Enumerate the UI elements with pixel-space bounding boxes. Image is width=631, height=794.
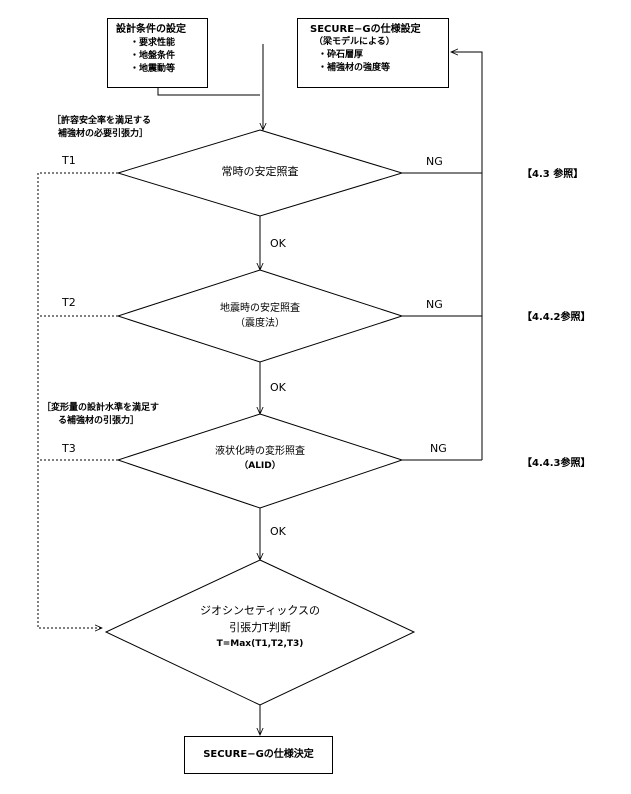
note-line: ［許容安全率を満足する: [52, 116, 152, 126]
line-design-to-merge: [157, 87, 260, 96]
spec-setting-box: SECURE−Gの仕様設定 （梁モデルによる） ・砕石層厚 ・補強材の強度等: [297, 18, 449, 88]
label-t3: T3: [62, 442, 76, 455]
reference-4-4-3: 【4.4.3参照】: [522, 458, 591, 469]
label-ng-1: NG: [426, 155, 443, 168]
note-line: 補強材の必要引張力］: [58, 129, 149, 139]
design-conditions-item: ・要求性能: [130, 38, 176, 48]
d4-line: 引張力T判断: [229, 621, 291, 634]
decision-d4: [104, 559, 416, 706]
dashed-collector: [37, 173, 102, 628]
note-deformation-tension: ［変形量の設計水準を満足す る補強材の引張力］: [42, 402, 159, 428]
label-ok-1: OK: [270, 237, 286, 250]
spec-setting-title: SECURE−Gの仕様設定: [310, 24, 421, 35]
label-t1: T1: [62, 154, 76, 167]
d4-line: T=Max(T1,T2,T3): [216, 639, 304, 649]
d1-text: 常時の安定照査: [160, 164, 360, 180]
final-spec-label: SECURE−Gの仕様決定: [203, 749, 314, 760]
d2-text: 地震時の安定照査 （震度法）: [160, 301, 360, 331]
reference-4-4-2: 【4.4.2参照】: [522, 312, 591, 323]
spec-setting-subtitle: （梁モデルによる）: [314, 37, 395, 47]
d4-text: ジオシンセティックスの 引張力T判断 T=Max(T1,T2,T3): [150, 602, 370, 653]
ng-return-line: [451, 52, 483, 460]
d2-line: （震度法）: [235, 318, 285, 329]
d3-line: （ALID）: [239, 461, 281, 471]
spec-setting-item: ・補強材の強度等: [318, 63, 391, 73]
d1-line: 常時の安定照査: [221, 165, 299, 178]
design-conditions-item: ・地震動等: [130, 64, 176, 74]
d2-line: 地震時の安定照査: [220, 303, 300, 314]
design-conditions-title: 設計条件の設定: [116, 24, 186, 35]
d4-line: ジオシンセティックスの: [199, 604, 320, 617]
label-ok-2: OK: [270, 381, 286, 394]
design-conditions-box: 設計条件の設定 ・要求性能 ・地盤条件 ・地震動等: [107, 18, 208, 88]
note-line: る補強材の引張力］: [58, 416, 140, 426]
design-conditions-item: ・地盤条件: [130, 51, 176, 61]
note-line: ［変形量の設計水準を満足す: [42, 403, 160, 413]
label-ng-3: NG: [430, 442, 447, 455]
reference-4-3: 【4.3 参照】: [522, 169, 584, 180]
d3-line: 液状化時の変形照査: [215, 446, 305, 457]
label-ok-3: OK: [270, 525, 286, 538]
decision-d3: [116, 413, 404, 509]
decision-d2: [116, 269, 404, 363]
d3-text: 液状化時の変形照査 （ALID）: [160, 444, 360, 474]
decision-d1: [116, 129, 404, 217]
label-t2: T2: [62, 296, 76, 309]
note-required-tension: ［許容安全率を満足する 補強材の必要引張力］: [52, 115, 151, 141]
label-ng-2: NG: [426, 298, 443, 311]
final-spec-box: SECURE−Gの仕様決定: [184, 736, 333, 774]
spec-setting-item: ・砕石層厚: [318, 50, 364, 60]
